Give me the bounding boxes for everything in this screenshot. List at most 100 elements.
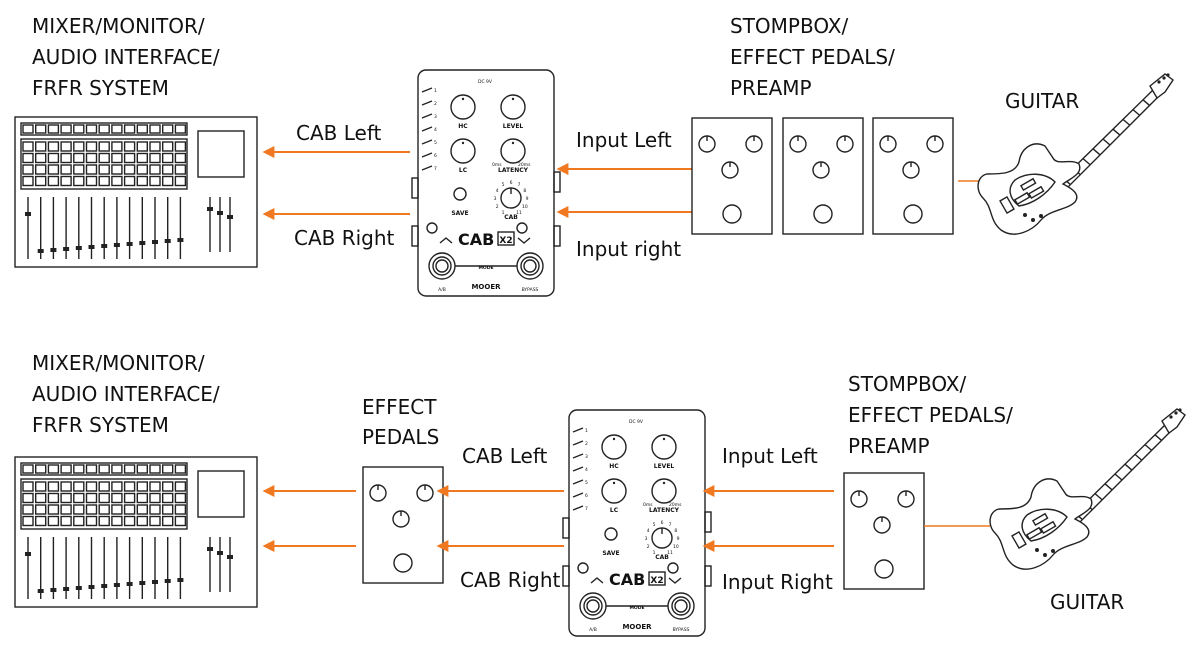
svg-text:4: 4 — [434, 127, 437, 133]
svg-text:7: 7 — [434, 166, 437, 172]
bottom-mixer-icon — [14, 456, 258, 608]
svg-text:MODE: MODE — [478, 265, 493, 271]
svg-text:CAB: CAB — [504, 214, 518, 221]
bottom-stompbox-label-2: EFFECT PEDALS/ — [848, 403, 1013, 427]
top-row: MIXER/MONITOR/ AUDIO INTERFACE/ FRFR SYS… — [14, 14, 1174, 297]
top-stompbox-label-3: PREAMP — [730, 76, 812, 100]
svg-text:HC: HC — [609, 463, 619, 470]
bottom-input-left-label: Input Left — [722, 444, 818, 468]
svg-text:5: 5 — [585, 480, 588, 486]
svg-text:CAB: CAB — [655, 554, 669, 561]
svg-text:0ms: 0ms — [492, 162, 502, 168]
svg-text:2: 2 — [496, 204, 499, 210]
svg-text:DC 9V: DC 9V — [478, 79, 493, 85]
svg-text:10: 10 — [673, 544, 679, 550]
svg-text:20ms: 20ms — [669, 502, 682, 508]
svg-text:HC: HC — [458, 123, 468, 130]
svg-text:1: 1 — [434, 88, 437, 94]
svg-text:11: 11 — [667, 550, 673, 556]
svg-text:MOOER: MOOER — [471, 283, 501, 291]
top-guitar-icon — [977, 73, 1174, 235]
svg-text:BYPASS: BYPASS — [673, 627, 690, 633]
svg-text:8: 8 — [523, 188, 526, 194]
svg-text:DC 9V: DC 9V — [629, 419, 644, 425]
svg-text:CAB: CAB — [609, 570, 645, 589]
svg-text:LEVEL: LEVEL — [654, 463, 675, 470]
svg-text:MOOER: MOOER — [622, 623, 652, 631]
bottom-stompbox-label-3: PREAMP — [848, 434, 930, 458]
svg-text:5: 5 — [434, 140, 437, 146]
svg-text:1: 1 — [653, 550, 656, 556]
svg-text:0ms: 0ms — [643, 502, 653, 508]
svg-text:SAVE: SAVE — [602, 550, 619, 557]
svg-text:6: 6 — [661, 520, 664, 526]
svg-text:SAVE: SAVE — [451, 210, 468, 217]
svg-text:CAB: CAB — [458, 230, 494, 249]
top-stompbox-pedals — [691, 117, 954, 235]
bottom-effect-label-1: EFFECT — [362, 395, 437, 419]
bottom-stompbox-pedal — [843, 472, 925, 590]
bottom-mixer-label-3: FRFR SYSTEM — [32, 413, 169, 437]
bottom-mixer-label-2: AUDIO INTERFACE/ — [32, 382, 220, 406]
svg-text:A/B: A/B — [589, 627, 597, 633]
top-guitar-label: GUITAR — [1005, 89, 1079, 113]
svg-text:7: 7 — [518, 182, 521, 188]
svg-text:LEVEL: LEVEL — [503, 123, 524, 130]
top-input-right-label: Input right — [576, 237, 681, 261]
svg-text:A/B: A/B — [438, 287, 446, 293]
top-cab-right-label: CAB Right — [294, 226, 395, 250]
svg-text:11: 11 — [516, 210, 522, 216]
svg-text:6: 6 — [434, 153, 437, 159]
svg-text:MODE: MODE — [629, 605, 644, 611]
svg-text:5: 5 — [502, 182, 505, 188]
bottom-input-right-label: Input Right — [722, 570, 833, 594]
svg-text:1: 1 — [502, 210, 505, 216]
bottom-cab-right-label: CAB Right — [460, 568, 561, 592]
svg-text:6: 6 — [510, 180, 513, 186]
svg-text:LC: LC — [610, 507, 619, 514]
bottom-guitar-label: GUITAR — [1050, 590, 1124, 614]
top-input-left-label: Input Left — [576, 128, 672, 152]
svg-text:8: 8 — [674, 528, 677, 534]
bottom-cab-left-label: CAB Left — [462, 444, 548, 468]
svg-text:7: 7 — [585, 506, 588, 512]
svg-text:4: 4 — [496, 188, 499, 194]
bottom-effect-label-2: PEDALS — [362, 425, 439, 449]
svg-text:9: 9 — [677, 536, 680, 542]
bottom-mixer-label-1: MIXER/MONITOR/ — [32, 351, 205, 375]
svg-text:2: 2 — [434, 101, 437, 107]
svg-text:20ms: 20ms — [518, 162, 531, 168]
svg-text:3: 3 — [494, 196, 497, 202]
bottom-guitar-icon — [989, 408, 1186, 570]
svg-text:7: 7 — [669, 522, 672, 528]
top-mixer-icon — [14, 116, 258, 268]
svg-text:X2: X2 — [499, 236, 512, 246]
svg-text:5: 5 — [653, 522, 656, 528]
top-mixer-label-2: AUDIO INTERFACE/ — [32, 45, 220, 69]
bottom-stompbox-label-1: STOMPBOX/ — [848, 372, 967, 396]
top-stompbox-label-2: EFFECT PEDALS/ — [730, 45, 895, 69]
top-stompbox-label-1: STOMPBOX/ — [730, 14, 849, 38]
svg-text:BYPASS: BYPASS — [522, 287, 539, 293]
svg-text:6: 6 — [585, 493, 588, 499]
svg-text:X2: X2 — [650, 576, 663, 586]
svg-text:3: 3 — [585, 454, 588, 460]
svg-text:4: 4 — [647, 528, 650, 534]
svg-text:4: 4 — [585, 467, 588, 473]
top-cab-left-label: CAB Left — [296, 121, 382, 145]
svg-text:1: 1 — [585, 428, 588, 434]
bottom-effect-pedal — [362, 466, 444, 584]
svg-text:10: 10 — [522, 204, 528, 210]
svg-text:LATENCY: LATENCY — [649, 507, 680, 514]
svg-text:3: 3 — [645, 536, 648, 542]
svg-text:LATENCY: LATENCY — [498, 167, 529, 174]
svg-text:9: 9 — [526, 196, 529, 202]
top-mixer-label-3: FRFR SYSTEM — [32, 76, 169, 100]
svg-text:2: 2 — [647, 544, 650, 550]
top-mixer-label-1: MIXER/MONITOR/ — [32, 14, 205, 38]
svg-text:2: 2 — [585, 441, 588, 447]
bottom-row: MIXER/MONITOR/ AUDIO INTERFACE/ FRFR SYS… — [14, 351, 1186, 637]
